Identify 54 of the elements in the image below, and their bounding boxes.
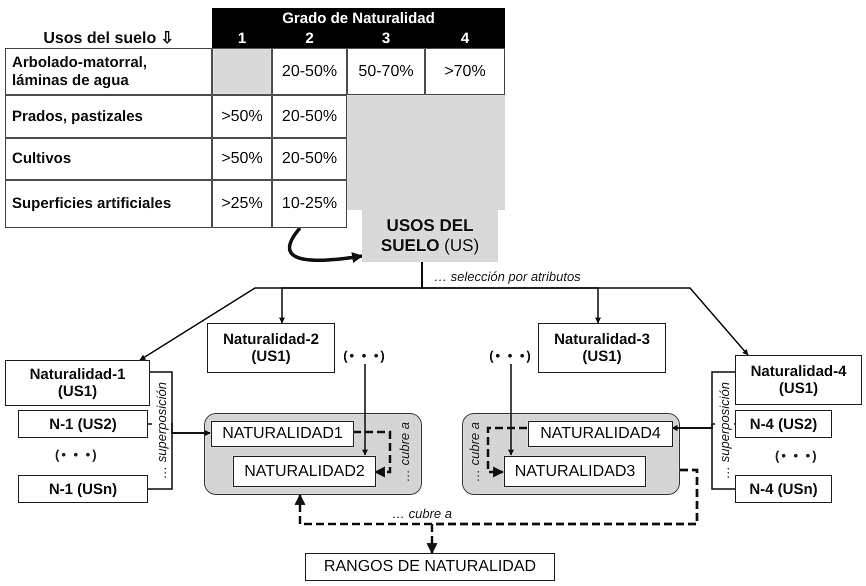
table-cell: >50% xyxy=(212,95,272,138)
node-box: N-4 (USn) xyxy=(735,475,832,503)
edge-label: … superposición xyxy=(714,382,734,478)
ellipsis-text: (• • •) xyxy=(486,346,536,364)
node-box: N-1 (USn) xyxy=(18,475,148,503)
node-box: Naturalidad-1 (US1) xyxy=(5,360,150,406)
row-header-cell: Prados, pastizales xyxy=(5,95,212,138)
row-header-cell: Arbolado-matorral, láminas de agua xyxy=(5,48,212,95)
table-cell: >50% xyxy=(212,138,272,180)
node-box: Naturalidad-2 (US1) xyxy=(207,323,335,373)
result-box: NATURALIDAD2 xyxy=(233,456,376,487)
ellipsis-text: (• • •) xyxy=(775,448,819,463)
node-box: N-4 (US2) xyxy=(735,410,832,438)
group-panel xyxy=(204,413,422,495)
curved-arrow xyxy=(288,226,364,263)
row-header-cell: Cultivos xyxy=(5,138,212,180)
header-cell: 3 xyxy=(347,28,425,48)
shaded-area xyxy=(347,95,505,210)
table-cell: 20-50% xyxy=(272,95,347,138)
node-box: N-1 (US2) xyxy=(18,410,148,438)
result-box: NATURALIDAD4 xyxy=(528,421,673,447)
group-panel xyxy=(462,413,680,495)
arrow xyxy=(362,364,368,456)
column-heading: Usos del suelo ⇩ xyxy=(42,29,175,48)
node-box: Naturalidad-3 (US1) xyxy=(538,323,666,373)
table-cell: >70% xyxy=(425,48,505,95)
table-cell: 50-70% xyxy=(347,48,425,95)
result-box: NATURALIDAD1 xyxy=(211,421,354,447)
dashed-arrow xyxy=(426,468,698,554)
table-cell: 20-50% xyxy=(272,48,347,95)
arrow xyxy=(148,430,211,490)
table-cell: 10-25% xyxy=(272,180,347,228)
edge-label: … superposición xyxy=(152,382,170,478)
header-cell: Grado de Naturalidad xyxy=(212,8,505,28)
edge-label: … cubre a xyxy=(390,506,454,520)
arrow xyxy=(421,262,749,356)
dashed-arrow xyxy=(486,426,527,478)
ellipsis-text: (• • •) xyxy=(340,346,390,364)
header-cell: 4 xyxy=(425,28,505,48)
dashed-arrow xyxy=(353,430,392,478)
row-header-cell: Superficies artificiales xyxy=(5,180,212,228)
ellipsis-text: (• • •) xyxy=(55,447,99,462)
title-box: USOS DEL SUELO (US) xyxy=(362,210,498,262)
arrow xyxy=(508,364,514,456)
arrow xyxy=(671,425,735,490)
header-cell: 2 xyxy=(272,28,347,48)
edge-label: … selección por atributos xyxy=(432,268,583,284)
result-box: RANGOS DE NATURALIDAD xyxy=(305,553,555,581)
node-box: Naturalidad-4 (US1) xyxy=(735,355,862,405)
table-cell: 20-50% xyxy=(272,138,347,180)
result-box: NATURALIDAD3 xyxy=(504,456,646,487)
shaded-cell xyxy=(212,48,272,95)
table-cell: >25% xyxy=(212,180,272,228)
header-cell: 1 xyxy=(212,28,272,48)
